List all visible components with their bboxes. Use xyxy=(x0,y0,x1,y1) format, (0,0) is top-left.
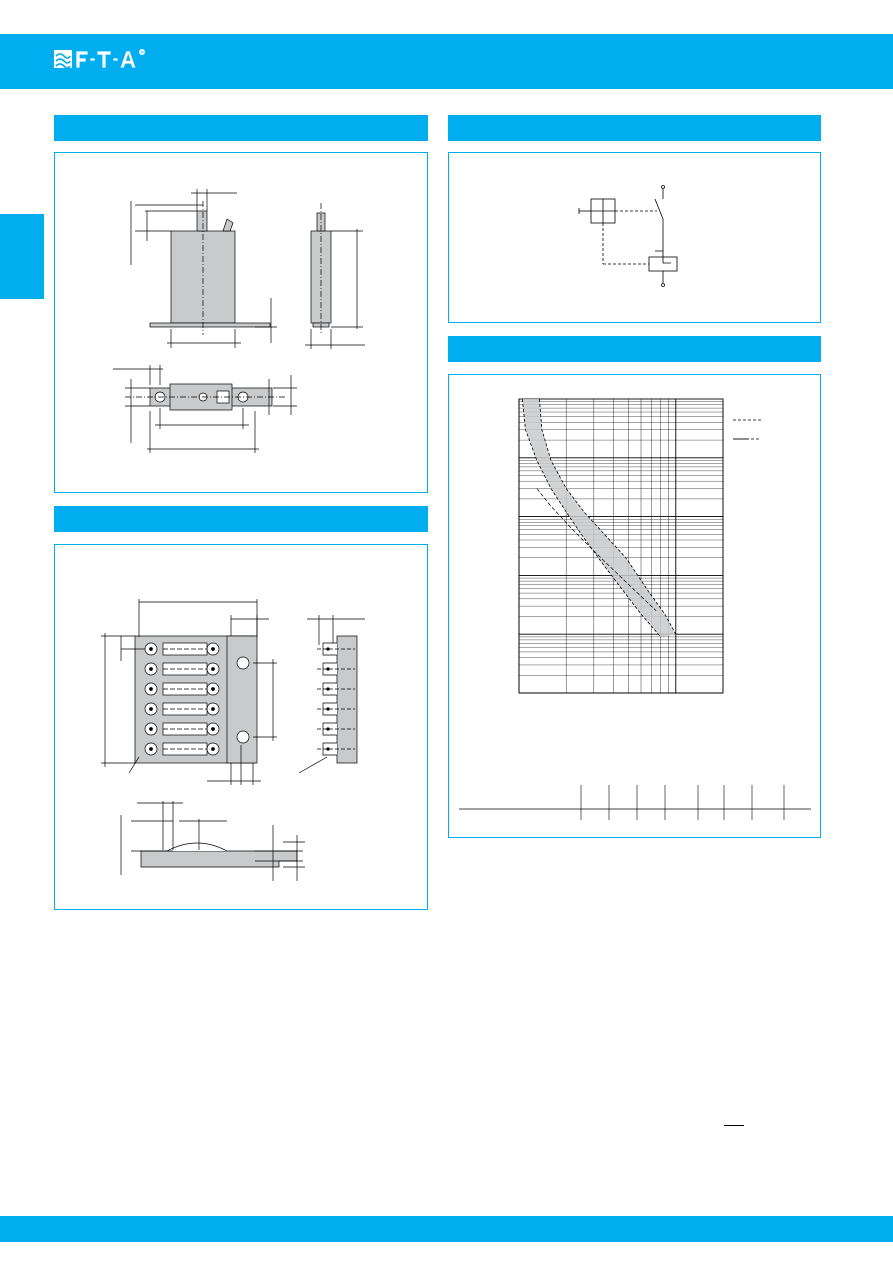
device-dimension-drawing xyxy=(113,189,365,453)
terminal-row xyxy=(144,722,355,736)
terminal-row xyxy=(144,702,355,716)
page-marker-line xyxy=(724,1125,744,1126)
series-line-outer xyxy=(536,488,657,612)
brand-logo: ® xyxy=(54,48,154,75)
trip-curve-chart xyxy=(459,398,811,820)
panel-device-drawing xyxy=(54,152,428,493)
circuit-diagram-drawing xyxy=(578,185,678,287)
fta-logo-icon: ® xyxy=(54,49,145,69)
trip-band-area xyxy=(522,399,676,637)
plot-frame xyxy=(518,398,724,694)
terminal-row xyxy=(144,742,355,756)
side-tab-marker xyxy=(0,214,44,299)
block-dimension-drawing xyxy=(101,599,365,881)
terminal-row xyxy=(144,642,355,656)
section-bar-circuit-diagram xyxy=(448,115,821,141)
footer-band xyxy=(0,1216,893,1242)
panel-block-drawing xyxy=(54,544,428,910)
terminal-row xyxy=(144,662,355,676)
section-bar-dimensions-block xyxy=(54,506,428,532)
panel-trip-curve xyxy=(448,374,821,838)
section-bar-trip-curve xyxy=(448,336,821,362)
panel-circuit-diagram xyxy=(448,152,821,323)
terminal-row xyxy=(144,682,355,696)
section-bar-dimensions-device xyxy=(54,115,428,141)
series-line-upper xyxy=(539,398,677,635)
registered-mark: ® xyxy=(141,49,145,55)
series-line-lower xyxy=(521,398,661,638)
header-band xyxy=(0,34,893,89)
